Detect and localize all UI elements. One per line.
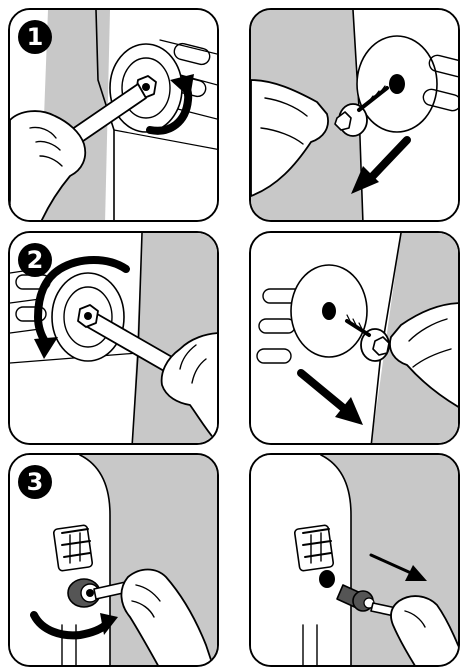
spacer-hole [319,570,335,588]
step-3-remove-panel [249,453,460,667]
step-number-badge: 2 [18,243,52,277]
hose-bracket-icon [53,525,93,571]
step-number-badge: 3 [18,465,52,499]
step-2-remove-illustration [251,233,460,445]
transit-bolt-icon [78,305,98,327]
step-1-remove-illustration [251,10,460,222]
step-3-remove-illustration [251,455,460,667]
bolt-hole [389,74,405,94]
step-2-loosen-panel: 2 [8,231,219,445]
hose-bracket-icon [294,525,334,571]
step-number-badge: 1 [18,20,52,54]
step-1-remove-panel [249,8,460,222]
step-3-twist-panel: 3 [8,453,219,667]
step-2-remove-panel [249,231,460,445]
bolt-hole [322,302,336,320]
step-1-loosen-panel: 1 [8,8,219,222]
